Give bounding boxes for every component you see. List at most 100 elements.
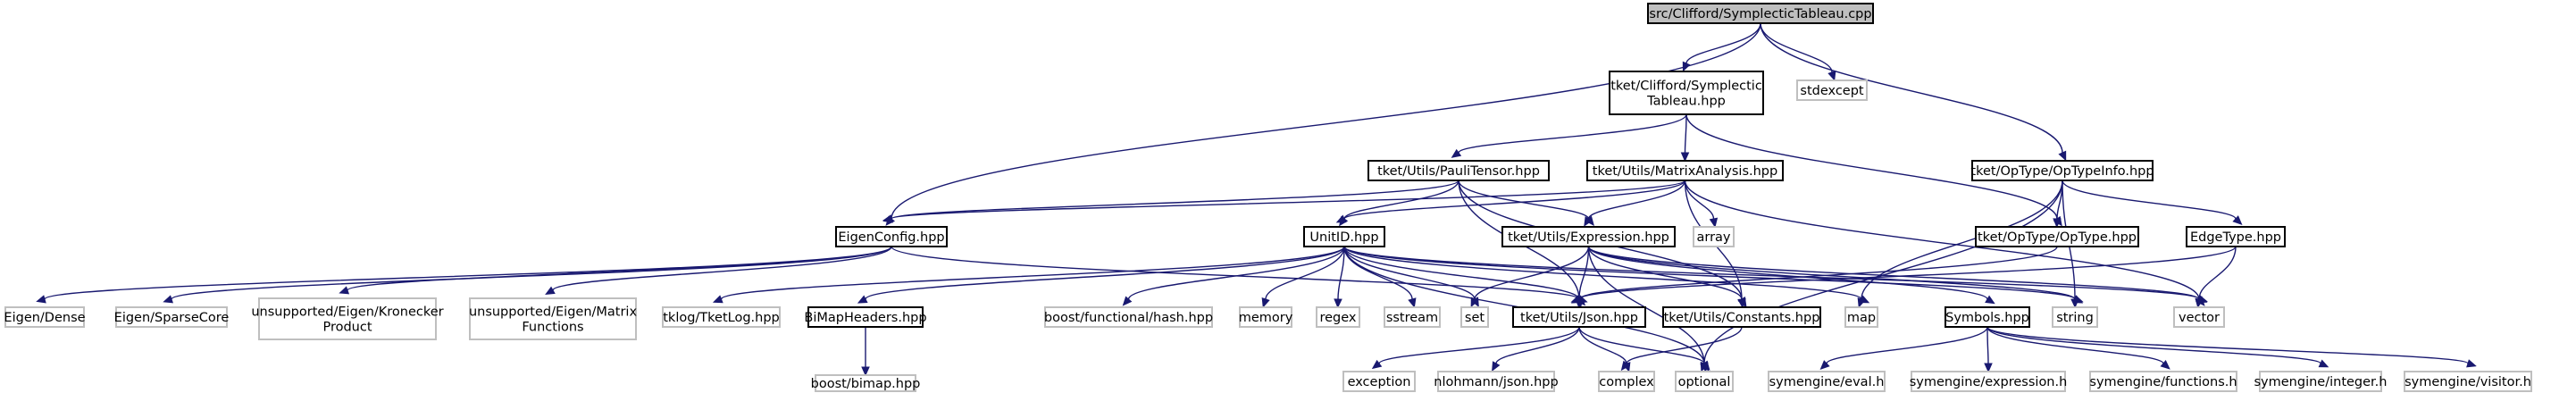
node-edgetype-hpp[interactable]: EdgeType.hpp [2186, 226, 2286, 247]
edge-matrixanalysis-to-expression [1584, 180, 1686, 227]
node-array: array [1693, 226, 1735, 247]
edge-expression-to-constants [1587, 246, 1747, 307]
node-label: EdgeType.hpp [2190, 230, 2281, 245]
node-label: symengine/integer.h [2254, 375, 2388, 389]
node-label: tket/OpType/OpTypeInfo.hpp [1970, 164, 2154, 179]
edge-constants-to-complex [1620, 326, 1743, 372]
edge-eigenconfig-to-json [891, 246, 1588, 304]
node-layer: src/Clifford/SymplecticTableau.cpp tket/C… [4, 3, 2532, 392]
node-stdexcept: stdexcept [1796, 79, 1868, 101]
node-optional: optional [1675, 371, 1734, 392]
edge-eigenconfig-to-eigendense [36, 246, 892, 304]
node-label: vector [2179, 311, 2220, 325]
edge-bimapheaders-to-bimap [861, 327, 870, 377]
edge-unitid-to-map [1343, 246, 1870, 304]
node-symengine-visitor-h: symengine/visitor.h [2404, 371, 2532, 392]
node-tket-utils-constants-hpp[interactable]: tket/Utils/Constants.hpp [1662, 306, 1821, 328]
edge-json-to-nlohmann [1492, 326, 1580, 372]
node-label: symengine/functions.h [2089, 375, 2237, 389]
node-tket-optype-optype-hpp[interactable]: tket/OpType/OpType.hpp [1975, 226, 2139, 247]
edge-symbols-to-symexpr [1984, 326, 1993, 373]
node-label: Eigen/SparseCore [114, 311, 230, 325]
node-label: regex [1319, 311, 1356, 325]
edge-symbols-to-symfunc [1986, 326, 2170, 370]
edge-symtab-to-matrixanalysis [1680, 113, 1690, 163]
node-label: complex [1599, 375, 1654, 389]
node-tket-utils-json-hpp[interactable]: tket/Utils/Json.hpp [1512, 306, 1646, 328]
node-tklog-tketlog-hpp: tklog/TketLog.hpp [662, 306, 781, 328]
edge-unitid-to-regex [1334, 246, 1345, 309]
node-label: BiMapHeaders.hpp [804, 311, 926, 325]
node-bimapheaders-hpp[interactable]: BiMapHeaders.hpp [804, 306, 927, 328]
node-label: nlohmann/json.hpp [1434, 375, 1558, 389]
node-label: unsupported/Eigen/Kronecker [251, 305, 443, 320]
node-label: tket/Clifford/Symplectic [1610, 79, 1762, 94]
node-label: src/Clifford/SymplecticTableau.cpp [1649, 7, 1871, 21]
node-eigen-sparsecore: Eigen/SparseCore [114, 306, 230, 328]
edge-symtab-to-paulitensor [1451, 113, 1687, 158]
node-symengine-integer-h: symengine/integer.h [2254, 371, 2388, 392]
node-label: string [2056, 311, 2094, 325]
edge-unitid-to-tketlog [712, 246, 1345, 304]
node-label: EigenConfig.hpp [838, 230, 944, 245]
node-complex: complex [1598, 371, 1655, 392]
node-sstream: sstream [1384, 306, 1441, 328]
node-label: tket/Utils/MatrixAnalysis.hpp [1593, 164, 1777, 179]
edge-unitid-to-bimapheaders [857, 246, 1345, 304]
node-eigenconfig-hpp[interactable]: EigenConfig.hpp [835, 226, 948, 247]
node-label: unsupported/Eigen/Matrix [469, 305, 638, 320]
node-symengine-eval-h: symengine/eval.h [1768, 371, 1886, 392]
node-symengine-expression-h: symengine/expression.h [1910, 371, 2067, 392]
edge-optypeinfo-to-edgetype [2062, 180, 2243, 225]
edge-unitid-to-hash [1122, 246, 1345, 306]
node-unitid-hpp[interactable]: UnitID.hpp [1303, 226, 1385, 247]
node-label: map [1847, 311, 1876, 325]
edge-paulitensor-to-unitid [1339, 180, 1459, 227]
edge-symbols-to-symint [1986, 326, 2329, 368]
edge-paulitensor-to-eigenconfig [882, 180, 1459, 223]
node-symbols-hpp[interactable]: Symbols.hpp [1945, 306, 2030, 328]
node-exception: exception [1342, 371, 1416, 392]
edge-eigenconfig-to-matfunc [545, 246, 892, 296]
edge-expression-to-symbols [1587, 246, 1995, 305]
node-label: tket/Utils/Constants.hpp [1664, 311, 1820, 325]
edge-expression-to-set [1470, 246, 1590, 308]
node-label: Product [322, 321, 372, 335]
node-tket-clifford-symplectic-tableau-hpp[interactable]: tket/Clifford/SymplecticTableau.hpp [1609, 71, 1764, 115]
node-set: set [1460, 306, 1489, 328]
edge-matrixanalysis-to-eigenconfig [882, 180, 1686, 223]
node-tket-utils-paulitensor-hpp[interactable]: tket/Utils/PauliTensor.hpp [1367, 160, 1550, 181]
node-vector: vector [2173, 306, 2225, 328]
edge-root-to-stdexcept [1760, 22, 1836, 81]
node-boost-bimap-hpp: boost/bimap.hpp [811, 374, 921, 392]
node-nlohmann-json-hpp: nlohmann/json.hpp [1434, 371, 1559, 392]
node-tket-utils-expression-hpp[interactable]: tket/Utils/Expression.hpp [1501, 226, 1676, 247]
node-label: tket/OpType/OpType.hpp [1978, 230, 2137, 245]
edge-symbols-to-symeval [1819, 326, 1988, 370]
node-label: boost/functional/hash.hpp [1044, 311, 1213, 325]
node-map: map [1844, 306, 1878, 328]
node-label: Eigen/Dense [4, 311, 85, 325]
node-label: Symbols.hpp [1945, 311, 2029, 325]
edge-matrixanalysis-to-array [1684, 180, 1719, 229]
edge-edgetype-to-vector [2195, 246, 2237, 309]
node-label: set [1465, 311, 1485, 325]
edge-json-to-complex [1578, 326, 1631, 372]
node-tket-utils-matrixanalysis-hpp[interactable]: tket/Utils/MatrixAnalysis.hpp [1586, 160, 1784, 181]
node-label: memory [1239, 311, 1293, 325]
edge-paulitensor-to-expression [1458, 180, 1594, 226]
node-label: stdexcept [1800, 84, 1864, 98]
edge-root-to-eigenconfig [885, 22, 1761, 226]
node-label: optional [1678, 375, 1731, 389]
edge-unitid-to-memory [1261, 246, 1345, 308]
node-label: tket/Utils/PauliTensor.hpp [1377, 164, 1540, 179]
node-label: UnitID.hpp [1309, 230, 1378, 245]
edge-json-to-optional [1578, 326, 1710, 371]
edge-root-to-optypeinfo [1760, 22, 2067, 162]
edge-layer [36, 22, 2477, 377]
node-eigen-dense: Eigen/Dense [4, 306, 86, 328]
node-tket-optype-optypeinfo-hpp[interactable]: tket/OpType/OpTypeInfo.hpp [1970, 160, 2154, 181]
node-label: boost/bimap.hpp [811, 377, 921, 391]
